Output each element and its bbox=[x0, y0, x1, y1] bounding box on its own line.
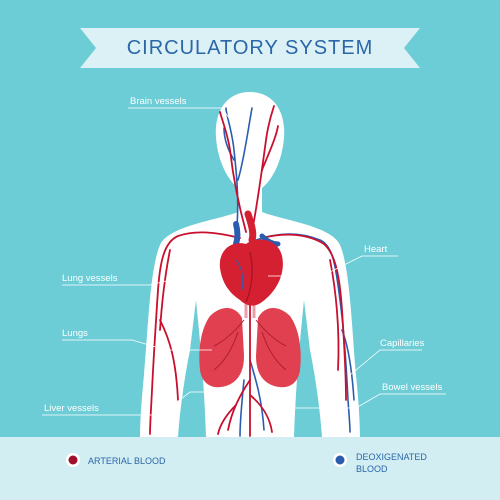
leader-lines bbox=[42, 107, 446, 416]
label-lung-vessels: Lung vessels bbox=[62, 273, 118, 284]
heart-leader bbox=[268, 255, 398, 277]
label-liver-vessels: Liver vessels bbox=[44, 403, 99, 414]
arterial-legend-dot bbox=[66, 453, 80, 467]
title-banner bbox=[80, 28, 420, 68]
page-title: CIRCULATORY SYSTEM bbox=[126, 37, 374, 59]
legend-bar bbox=[0, 437, 500, 500]
lungs-leader bbox=[62, 339, 212, 351]
deoxygenated-legend-dot bbox=[333, 453, 347, 467]
label-bowel-vessels: Bowel vessels bbox=[382, 382, 443, 393]
label-capillaries: Capillaries bbox=[380, 338, 425, 349]
label-lungs: Lungs bbox=[62, 328, 88, 339]
brain-vessels-leader bbox=[128, 107, 237, 129]
legend-deoxygenated-line1: DEOXIGENATED bbox=[356, 452, 427, 462]
heart-graphic bbox=[219, 210, 283, 306]
lung-vessels-leader bbox=[62, 277, 222, 286]
legend-deoxygenated-label: DEOXIGENATED BLOOD bbox=[356, 451, 427, 475]
legend-deoxygenated-line2: BLOOD bbox=[356, 464, 388, 474]
liver-vessels-leader bbox=[42, 391, 236, 416]
lungs-graphic bbox=[199, 300, 301, 388]
legend-arterial-label: ARTERIAL BLOOD bbox=[88, 456, 166, 466]
artery-network bbox=[149, 105, 347, 437]
capillaries-leader bbox=[349, 349, 422, 376]
label-brain-vessels: Brain vessels bbox=[130, 96, 187, 107]
bowel-vessels-leader bbox=[270, 393, 446, 409]
label-heart: Heart bbox=[364, 244, 388, 255]
